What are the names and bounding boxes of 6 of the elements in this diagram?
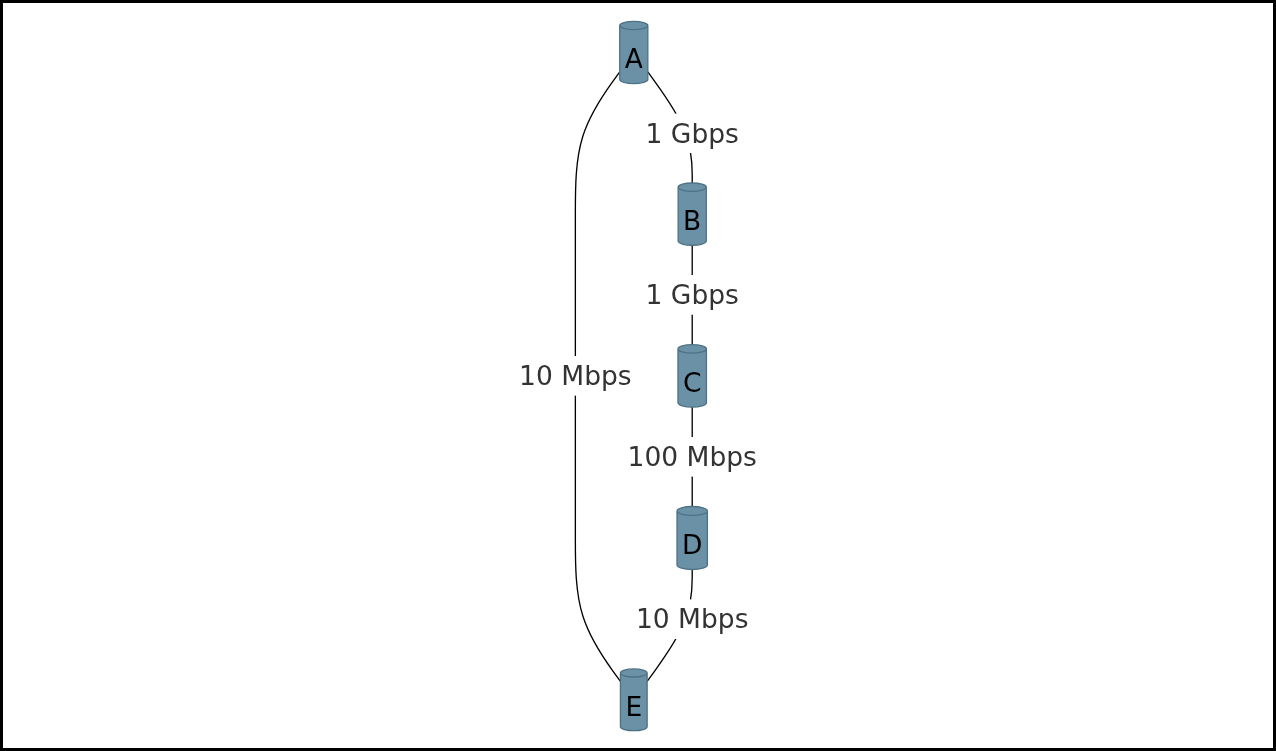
edge-label: 10 Mbps: [635, 603, 749, 634]
edge-label: 1 Gbps: [645, 117, 739, 149]
edge-label: 100 Mbps: [627, 441, 757, 472]
edge-label: 10 Mbps: [519, 360, 632, 391]
connector: [574, 70, 622, 682]
edge-label: 1 Gbps: [645, 279, 739, 310]
